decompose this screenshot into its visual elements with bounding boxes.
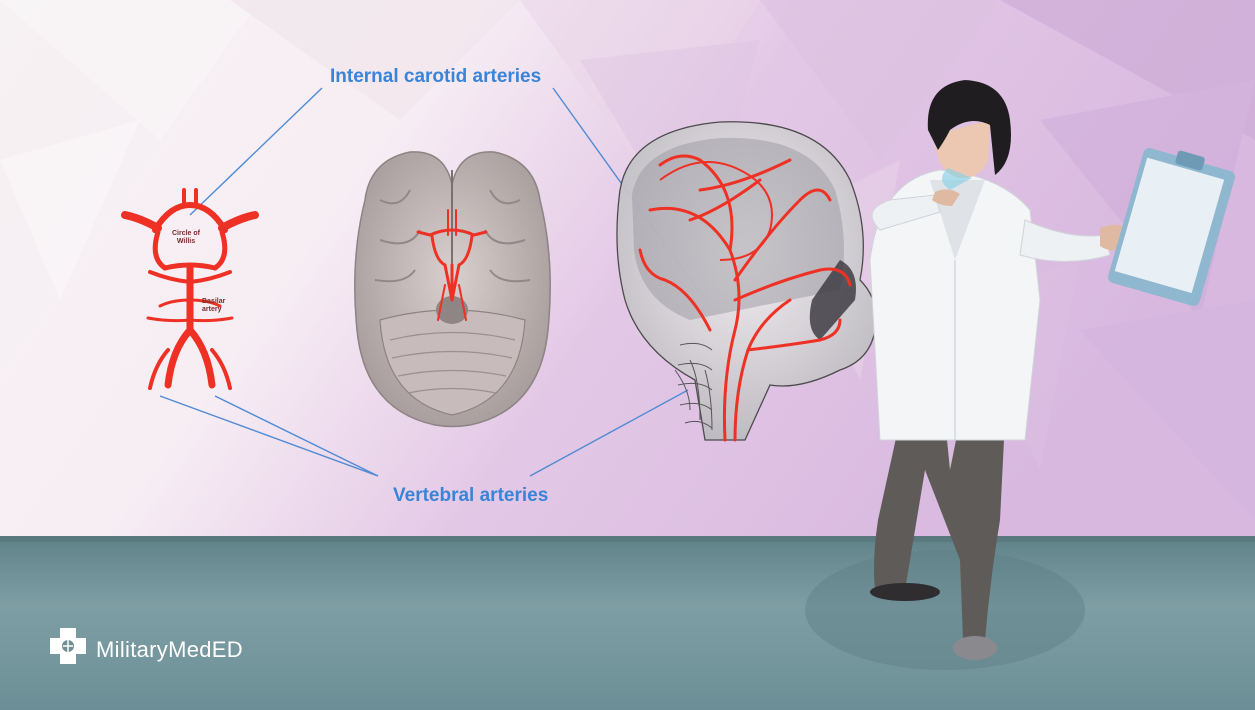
circle-of-willis-label: Circle of Willis <box>164 230 208 246</box>
internal-carotid-arteries-label: Internal carotid arteries <box>330 66 541 88</box>
logo-icon-spacer <box>50 632 86 668</box>
vertebral-arteries-label: Vertebral arteries <box>393 485 548 507</box>
basilar-artery-label: Basilar artery <box>202 298 242 314</box>
brand-logo: MilitaryMedED <box>50 632 243 668</box>
brand-name: MilitaryMedED <box>96 637 243 663</box>
brain-inferior-view <box>355 152 550 427</box>
